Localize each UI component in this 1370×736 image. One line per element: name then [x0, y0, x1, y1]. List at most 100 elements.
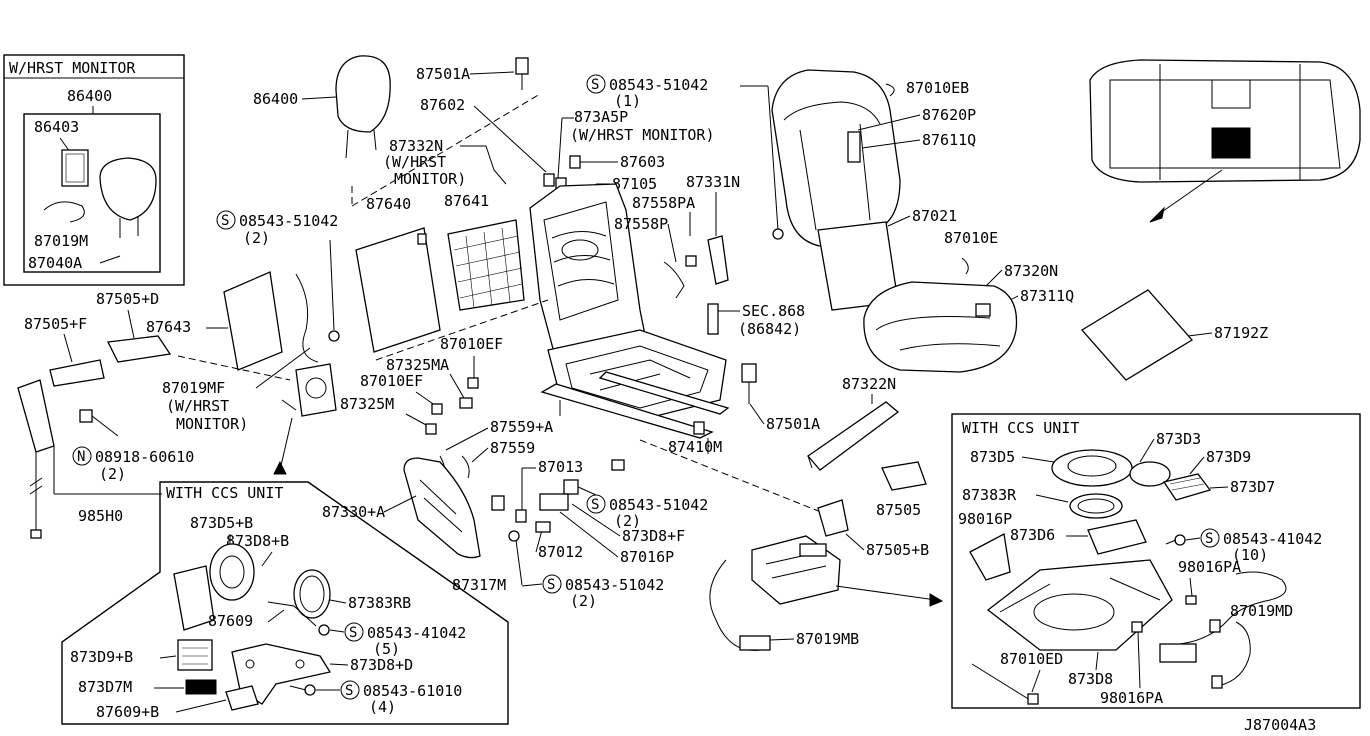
right-lower-brackets: 87505 87505+B — [817, 461, 929, 559]
label-87505: 87505 — [876, 501, 921, 519]
label-87558P: 87558P — [614, 215, 668, 233]
label-87332N-note2: MONITOR) — [394, 170, 466, 188]
label-87505D: 87505+D — [96, 290, 159, 308]
label-87019MF-note2: MONITOR) — [176, 415, 248, 433]
label-87620P: 87620P — [922, 106, 976, 124]
vehicle-seat-highlight — [1211, 127, 1251, 159]
label-r873D5: 873D5 — [970, 448, 1015, 466]
bolt-group-mid: 87501A 87322N 87410M — [639, 363, 900, 519]
label-86400: 86400 — [253, 90, 298, 108]
ccs-unit-right-box: WITH CCS UNIT 873D3 873D5 873D9 873D7 87… — [951, 413, 1361, 709]
label-87558PA: 87558PA — [632, 194, 695, 212]
label-l873D9B: 873D9+B — [70, 648, 133, 666]
pad-87643 — [223, 271, 283, 371]
side-brackets: 87331N 87558PA 87558P — [614, 173, 740, 299]
label-87332N: 87332N — [389, 137, 443, 155]
s-marker-center: S — [591, 497, 599, 513]
label-08543-51042-left: 08543-51042 — [239, 212, 338, 230]
label-l873D8D: 873D8+D — [350, 656, 413, 674]
ccs-unit-left-box: WITH CCS UNIT 873D5+B 873D8+B 87383RB 87… — [61, 481, 509, 725]
label-l08543-61010: 08543-61010 — [363, 682, 462, 700]
ccs-harness-87019MB: 87019MB — [709, 535, 944, 651]
label-l08543-41042: 08543-41042 — [367, 624, 466, 642]
label-87501A-top: 87501A — [416, 65, 470, 83]
label-87325M: 87325M — [340, 395, 394, 413]
label-r98016P: 98016P — [958, 510, 1012, 528]
label-r98016PA-a: 98016PA — [1178, 558, 1241, 576]
s-marker-top: S — [591, 77, 599, 93]
label-87010EF-a: 87010EF — [440, 335, 503, 353]
label-87505F: 87505+F — [24, 315, 87, 333]
screw-08543-51042-left: S 08543-51042 (2) — [216, 210, 340, 342]
hrst-monitor-box: W/HRST MONITOR 86400 86403 87019M 87040A — [3, 54, 185, 286]
label-87322N: 87322N — [842, 375, 896, 393]
label-873A5P: 873A5P — [574, 108, 628, 126]
seat-frame — [529, 183, 730, 454]
label-873A5P-note: (W/HRST MONITOR) — [570, 126, 715, 144]
label-87013: 87013 — [538, 458, 583, 476]
label-87330A: 87330+A — [322, 503, 385, 521]
hrst-monitor-screen — [61, 149, 89, 187]
label-86403: 86403 — [34, 118, 79, 136]
label-87410M: 87410M — [668, 438, 722, 456]
label-l87383RB: 87383RB — [348, 594, 411, 612]
label-87332N-note: (W/HRST — [383, 153, 446, 171]
label-87040A: 87040A — [28, 254, 82, 272]
headrest-small — [99, 157, 157, 221]
label-87641: 87641 — [444, 192, 489, 210]
label-08543-51042-bottom: 08543-51042 — [565, 576, 664, 594]
label-87505B: 87505+B — [866, 541, 929, 559]
label-l87609: 87609 — [208, 612, 253, 630]
clips-middle: 87010EF 87325MA 87010EF 87325M — [273, 335, 503, 475]
label-86400-box: 86400 — [67, 87, 112, 105]
label-87501A-mid: 87501A — [766, 415, 820, 433]
label-08543-51042-top: 08543-51042 — [609, 76, 708, 94]
s-marker-l61010: S — [345, 683, 353, 699]
label-87320N: 87320N — [1004, 262, 1058, 280]
label-08543-51042-center: 08543-51042 — [609, 496, 708, 514]
label-l873D7M: 873D7M — [78, 678, 132, 696]
back-board: 87640 87641 — [355, 192, 549, 361]
label-87643: 87643 — [146, 318, 191, 336]
label-87019MF-note: (W/HRST — [166, 397, 229, 415]
ccs-right-title: WITH CCS UNIT — [962, 419, 1079, 437]
s-marker-bottom: S — [547, 577, 555, 593]
label-08543-51042-bottom-qty: (2) — [570, 592, 597, 610]
harness-87019MF: 87019MF (W/HRST MONITOR) — [162, 273, 319, 433]
label-87602: 87602 — [420, 96, 465, 114]
label-r08543-41042: 08543-41042 — [1223, 530, 1322, 548]
label-87325MA: 87325MA — [386, 356, 449, 374]
label-r873D8: 873D8 — [1068, 670, 1113, 688]
label-87010EB: 87010EB — [906, 79, 969, 97]
bolt-group-top: 87501A 87602 87332N (W/HRST MONITOR) — [351, 57, 547, 207]
pad-87192Z — [1080, 289, 1194, 381]
diagram-id: J87004A3 — [1244, 716, 1316, 734]
label-87559A: 87559+A — [490, 418, 553, 436]
headrest-86400: 86400 — [253, 55, 391, 159]
side-shield: 87559+A 87559 87330+A — [322, 418, 553, 559]
label-87010E: 87010E — [944, 229, 998, 247]
s-marker-l41042: S — [349, 625, 357, 641]
label-r873D6: 873D6 — [1010, 526, 1055, 544]
label-87105: 87105 — [612, 175, 657, 193]
s-marker-left: S — [221, 213, 229, 229]
center-lower-parts: 87013 S 08543-51042 (2) 873D8+F 87016P 8… — [452, 458, 708, 610]
label-r98016PA-b: 98016PA — [1100, 689, 1163, 707]
label-08543-51042-center-qty: (2) — [614, 512, 641, 530]
label-87021: 87021 — [912, 207, 957, 225]
label-08918-60610: 08918-60610 — [95, 448, 194, 466]
label-87603: 87603 — [620, 153, 665, 171]
label-87611Q: 87611Q — [922, 131, 976, 149]
s-marker-r41042: S — [1205, 531, 1213, 547]
label-l873D8B: 873D8+B — [226, 532, 289, 550]
label-r873D3: 873D3 — [1156, 430, 1201, 448]
label-r87019MD: 87019MD — [1230, 602, 1293, 620]
label-87019M: 87019M — [34, 232, 88, 250]
label-r87010ED: 87010ED — [1000, 650, 1063, 668]
label-87317M: 87317M — [452, 576, 506, 594]
seat-cushion: 87010E 87320N 87311Q 87192Z — [863, 229, 1268, 381]
label-87016P: 87016P — [620, 548, 674, 566]
label-sec868: SEC.868 — [742, 302, 805, 320]
label-87019MB: 87019MB — [796, 630, 859, 648]
